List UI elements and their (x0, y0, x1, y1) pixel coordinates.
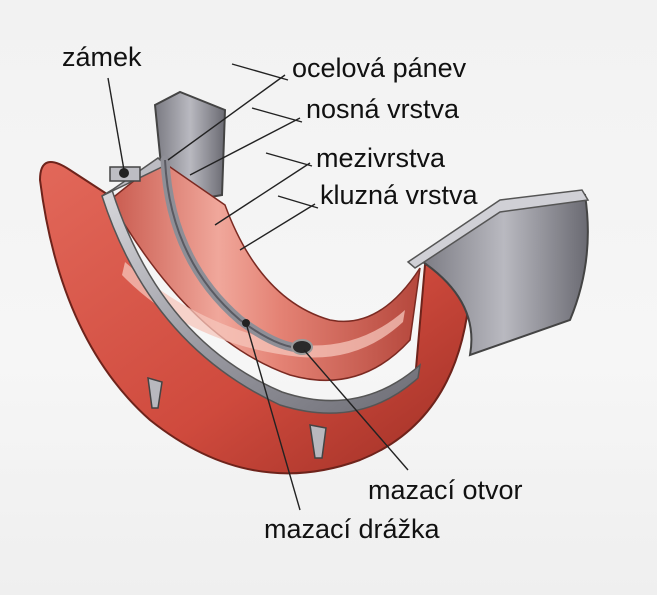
oil-groove-shadow (164, 159, 306, 350)
dowel-pin-right (309, 424, 327, 459)
label-oil-hole: mazací otvor (368, 475, 523, 505)
lock-marker (119, 168, 129, 178)
label-intermediate-layer: mezivrstva (316, 143, 446, 173)
leader-bearing-layer (189, 117, 301, 176)
label-lock: zámek (62, 42, 142, 72)
leader-sliding-layer-tick (277, 195, 319, 209)
leader-steel-shell (167, 74, 286, 161)
label-steel-shell: ocelová pánev (292, 53, 467, 83)
oil-hole (291, 339, 313, 355)
leader-sliding-layer (239, 203, 316, 251)
leader-bearing-layer-tick (251, 107, 303, 123)
leader-intermediate-layer-tick (265, 152, 313, 167)
leader-steel-shell-tick (231, 63, 289, 81)
leader-intermediate-layer (214, 162, 311, 226)
leader-lines (107, 63, 409, 511)
sliding-layer-rim (101, 188, 422, 414)
label-bearing-layer: nosná vrstva (306, 94, 460, 124)
dowel-pin-left (147, 376, 163, 409)
leader-oil-groove (245, 322, 301, 511)
label-oil-groove: mazací drážka (264, 514, 440, 544)
leader-oil-hole (303, 349, 409, 471)
shell-end-right-top (406, 189, 590, 269)
leader-lock (107, 77, 125, 171)
label-sliding-layer: kluzná vrstva (320, 180, 478, 210)
